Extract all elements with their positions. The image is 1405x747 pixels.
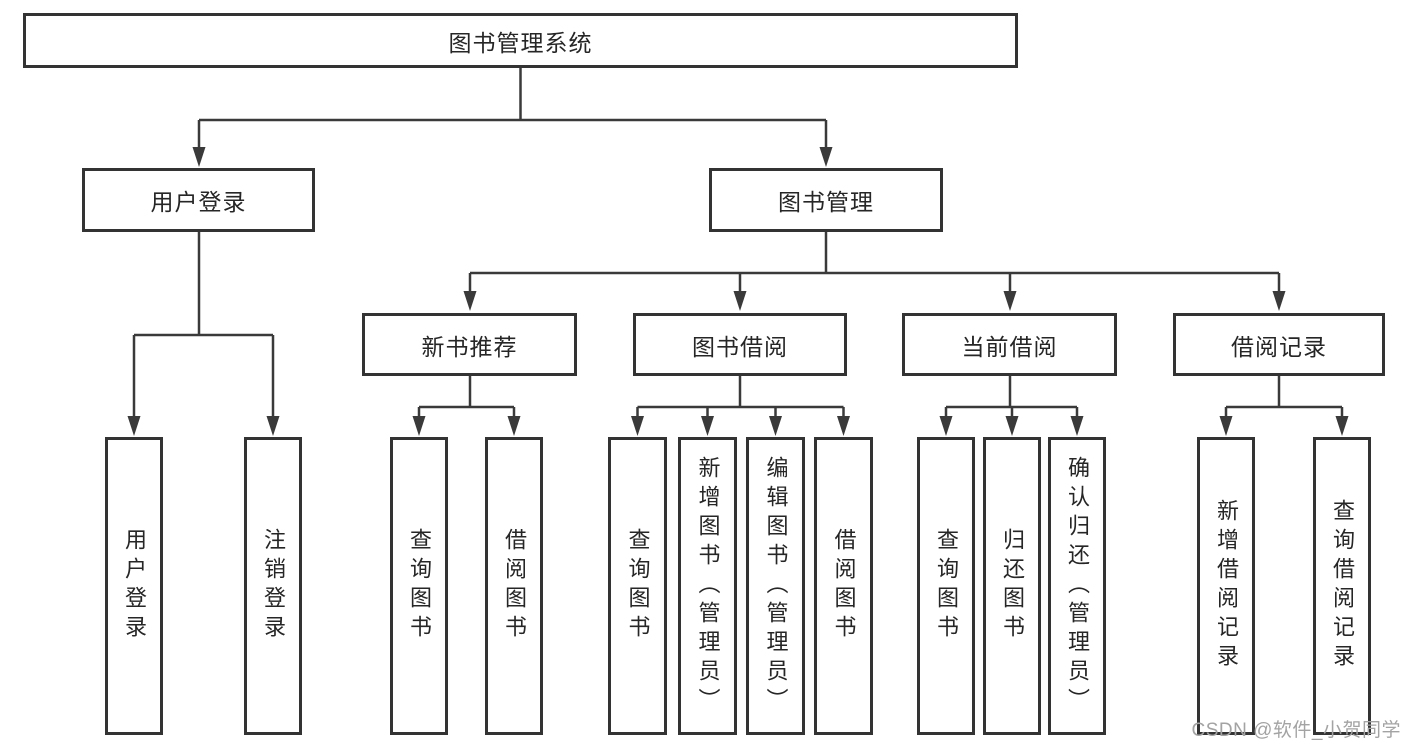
node-label: 编辑图书（管理员）	[763, 455, 789, 717]
node-label: 查询图书	[934, 528, 959, 644]
node-label: 新增借阅记录	[1214, 499, 1239, 673]
node-label: 查询图书	[625, 528, 651, 644]
watermark: CSDN @软件_小贺同学	[1191, 720, 1401, 741]
leaf-edit-books-admin: 编辑图书（管理员）	[746, 437, 805, 735]
leaf-query-books-recommend: 查询图书	[390, 437, 448, 735]
node-label: 查询借阅记录	[1330, 499, 1355, 673]
node-label: 图书借阅	[692, 333, 788, 360]
leaf-add-books-admin: 新增图书（管理员）	[678, 437, 737, 735]
node-label: 借阅图书	[831, 528, 857, 644]
node-label: 当前借阅	[961, 333, 1058, 360]
node-label: 归还图书	[1000, 528, 1025, 644]
node-user-login: 用户登录	[82, 168, 315, 232]
leaf-query-borrow-record: 查询借阅记录	[1313, 437, 1371, 735]
node-label: 图书管理	[778, 189, 874, 215]
node-label: 确认归还（管理员）	[1065, 455, 1090, 717]
leaf-user-login: 用户登录	[105, 437, 163, 735]
leaf-logout: 注销登录	[244, 437, 302, 735]
leaf-confirm-return-admin: 确认归还（管理员）	[1048, 437, 1106, 735]
leaf-query-books-borrow: 查询图书	[608, 437, 667, 735]
leaf-borrow-books-recommend: 借阅图书	[485, 437, 543, 735]
node-label: 新增图书（管理员）	[695, 455, 721, 717]
node-label: 借阅图书	[502, 528, 527, 644]
node-label: 用户登录	[150, 189, 247, 215]
node-label: 图书管理系统	[448, 29, 593, 56]
node-label: 查询图书	[407, 528, 432, 644]
leaf-add-borrow-record: 新增借阅记录	[1197, 437, 1255, 735]
node-borrowing-records: 借阅记录	[1173, 313, 1385, 376]
node-label: 借阅记录	[1231, 333, 1327, 360]
node-book-borrowing: 图书借阅	[633, 313, 847, 376]
node-label: 注销登录	[261, 528, 286, 644]
node-book-management: 图书管理	[709, 168, 943, 232]
node-root: 图书管理系统	[23, 13, 1018, 68]
node-new-book-recommendation: 新书推荐	[362, 313, 577, 376]
leaf-query-books-current: 查询图书	[917, 437, 975, 735]
node-label: 新书推荐	[421, 333, 518, 360]
node-current-borrowing: 当前借阅	[902, 313, 1117, 376]
leaf-borrow-books: 借阅图书	[814, 437, 873, 735]
leaf-return-books: 归还图书	[983, 437, 1041, 735]
node-label: 用户登录	[122, 528, 147, 644]
